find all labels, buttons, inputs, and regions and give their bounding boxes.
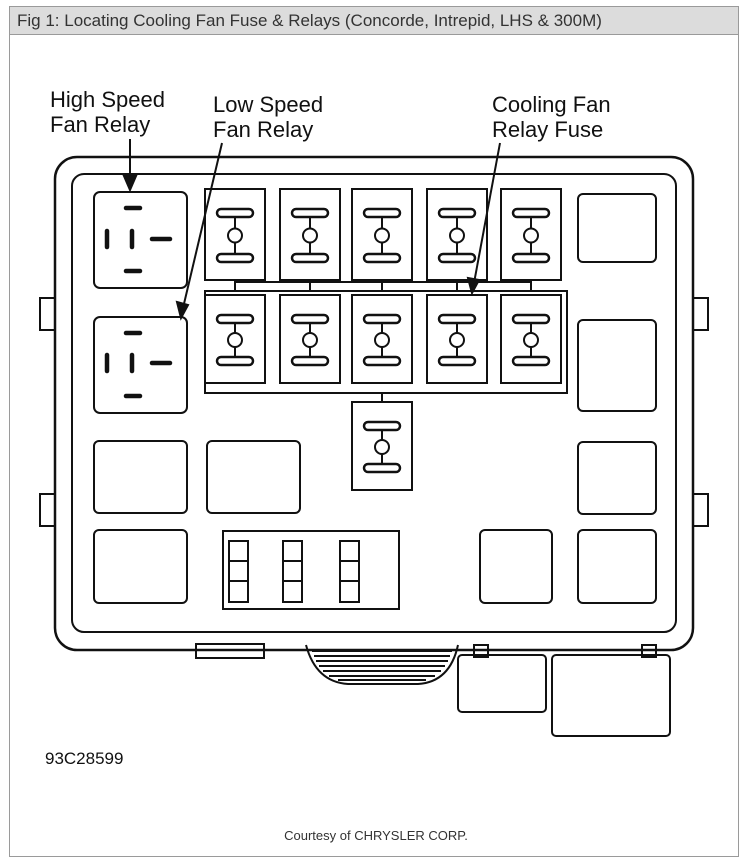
- image-credit: Courtesy of CHRYSLER CORP.: [284, 828, 468, 843]
- bottom-connector-neck-right: [641, 644, 657, 658]
- label-fuse-line1: Cooling Fan: [492, 92, 611, 117]
- connector-grille-ribs: [312, 650, 452, 681]
- label-low-speed-line1: Low Speed: [213, 92, 324, 117]
- fuse-box-inner-frame: [71, 173, 677, 633]
- high-speed-fan-relay: [93, 191, 188, 289]
- label-arrows: [122, 139, 501, 321]
- fuse-cell-middle-3: [351, 294, 413, 384]
- label-low-speed-line2: Fan Relay: [213, 117, 314, 142]
- fuse-cell-top-2: [279, 188, 341, 281]
- bottom-connector-large: [551, 654, 671, 737]
- fuse-cell-top-5: [500, 188, 562, 281]
- bottom-tab-left: [195, 643, 265, 659]
- figure-title: Fig 1: Locating Cooling Fan Fuse & Relay…: [17, 11, 602, 30]
- fuse-cell-top-1: [204, 188, 266, 281]
- mini-fuse-cells: [228, 540, 360, 603]
- fuse-cell-middle-2: [279, 294, 341, 384]
- label-fuse-line2: Relay Fuse: [492, 117, 604, 142]
- mini-fuse-strip: [222, 530, 400, 610]
- right-socket-1: [577, 193, 657, 263]
- fuse-cell-bottom: [351, 401, 413, 491]
- low-speed-fan-relay: [93, 316, 188, 414]
- bottom-connector-grille: [305, 644, 459, 685]
- side-tab-left-lower: [39, 493, 56, 527]
- title-bar: [9, 6, 739, 35]
- relay-socket-mid: [206, 440, 301, 514]
- fuse-cell-middle-5: [500, 294, 562, 384]
- right-socket-2: [577, 319, 657, 412]
- relay-pins: [104, 205, 173, 399]
- side-tab-right-upper: [692, 297, 709, 331]
- fuse-cell-middle-4: [426, 294, 488, 384]
- relay-socket-left-3: [93, 440, 188, 514]
- label-high-speed-line1: High Speed: [50, 87, 165, 112]
- small-socket-bottom: [479, 529, 553, 604]
- fuse-cells: [204, 188, 562, 491]
- right-socket-4: [577, 529, 657, 604]
- side-tab-right-lower: [692, 493, 709, 527]
- fuse-cell-top-3: [351, 188, 413, 281]
- side-tab-left-upper: [39, 297, 56, 331]
- bottom-connector-neck: [473, 644, 489, 658]
- fuse-cell-middle-1: [204, 294, 266, 384]
- figure-id: 93C28599: [45, 749, 124, 768]
- bottom-connector-small: [457, 654, 547, 713]
- label-high-speed-line2: Fan Relay: [50, 112, 151, 137]
- right-socket-3: [577, 441, 657, 515]
- relay-socket-left-4: [93, 529, 188, 604]
